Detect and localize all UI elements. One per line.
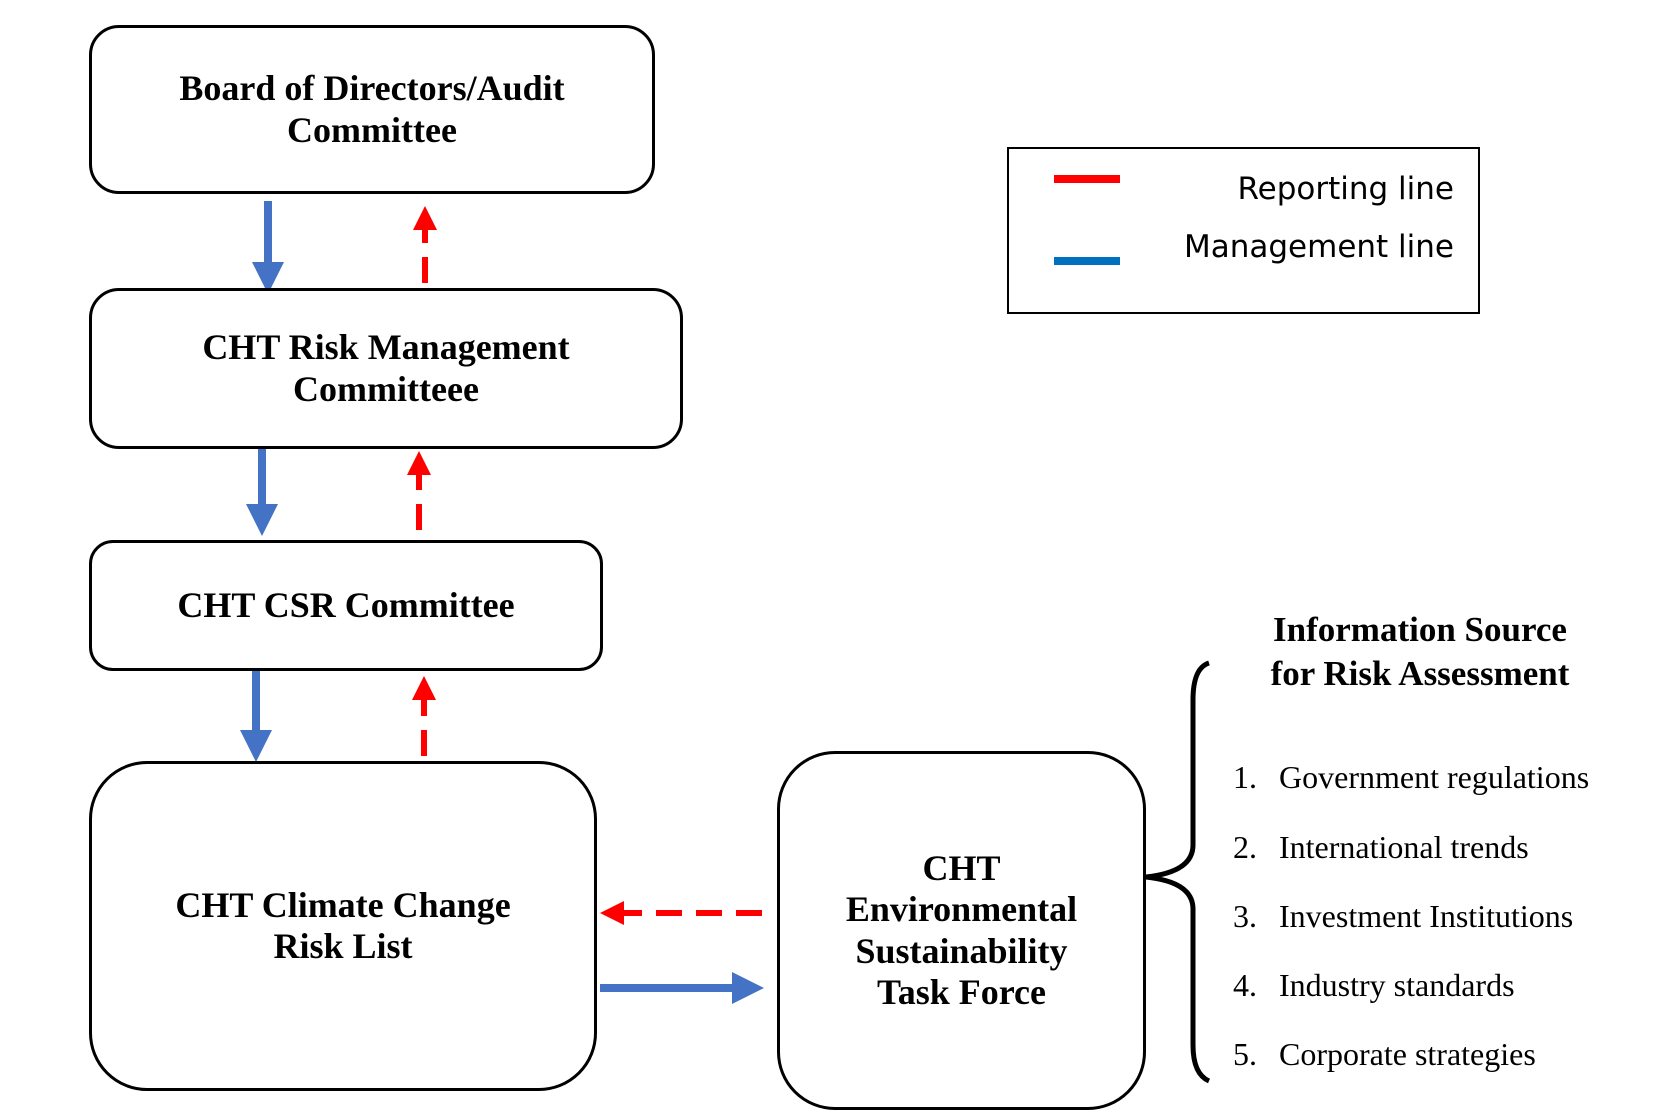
climate-change-risk-list-label: CHT Climate Change Risk List (175, 884, 511, 966)
info-item: 3. Investment Institutions (1233, 898, 1573, 935)
board-audit-committee-label: Board of Directors/Audit Committee (179, 68, 565, 150)
info-item-text: Government regulations (1279, 759, 1590, 795)
management-line-label: Management line (1183, 229, 1454, 265)
info-item-number: 1. (1233, 759, 1257, 795)
csr-committee-label: CHT CSR Committee (177, 584, 515, 625)
environmental-task-force-label: CHT Environmental Sustainability Task Fo… (845, 847, 1078, 1012)
curly-brace (1145, 660, 1211, 1084)
risk-management-committee-label: CHT Risk Management Committeee (202, 327, 570, 409)
info-item-text: International trends (1279, 829, 1529, 865)
environmental-task-force-box: CHT Environmental Sustainability Task Fo… (777, 751, 1146, 1110)
management-line-swatch (1054, 257, 1120, 265)
csr-committee-box: CHT CSR Committee (89, 540, 603, 671)
info-item: 4. Industry standards (1233, 967, 1515, 1004)
info-item-text: Investment Institutions (1279, 898, 1574, 934)
legend: Reporting line Management line (1007, 147, 1480, 314)
info-source-title: Information Source for Risk Assessment (1270, 610, 1570, 694)
info-item-number: 4. (1233, 967, 1257, 1003)
info-item-number: 5. (1233, 1036, 1257, 1072)
info-item-number: 3. (1233, 898, 1257, 934)
info-item-number: 2. (1233, 829, 1257, 865)
info-item-text: Corporate strategies (1279, 1036, 1536, 1072)
risk-management-committee-box: CHT Risk Management Committeee (89, 288, 683, 449)
info-item: 2. International trends (1233, 829, 1529, 866)
reporting-line-label: Reporting line (1237, 171, 1454, 207)
reporting-line-swatch (1054, 175, 1120, 183)
info-item: 5. Corporate strategies (1233, 1036, 1536, 1073)
info-item-text: Industry standards (1279, 967, 1515, 1003)
climate-change-risk-list-box: CHT Climate Change Risk List (89, 761, 597, 1091)
info-item: 1. Government regulations (1233, 759, 1589, 796)
board-audit-committee-box: Board of Directors/Audit Committee (89, 25, 655, 194)
